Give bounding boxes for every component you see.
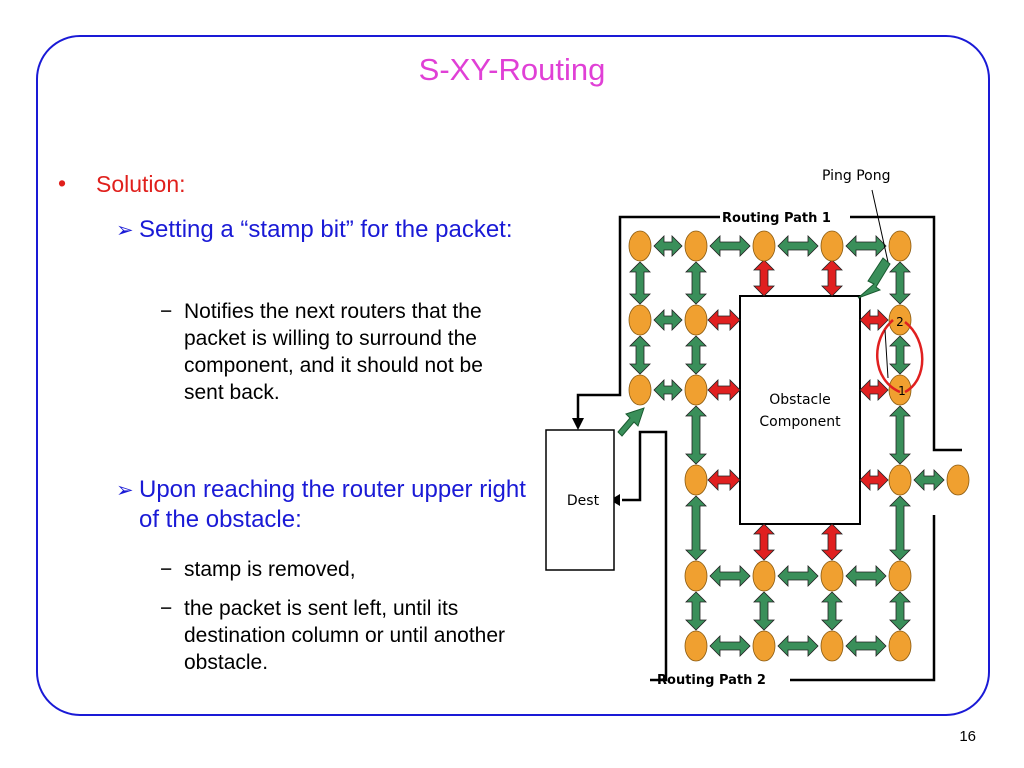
- link-arrow: [685, 335, 707, 375]
- router-node: [684, 230, 708, 262]
- link-arrow: [629, 335, 651, 375]
- slide-title: S-XY-Routing: [418, 52, 606, 87]
- routing-path-1-label: Routing Path 1: [722, 211, 831, 226]
- router-nodes: [628, 230, 970, 662]
- link-arrow: [629, 261, 651, 305]
- blocked-link-arrow: [753, 523, 775, 561]
- router-node: [628, 304, 652, 336]
- router-node: [888, 464, 912, 496]
- diagonal-link-arrow: [617, 407, 645, 437]
- router-node: [684, 630, 708, 662]
- blocked-link-arrow: [753, 259, 775, 297]
- router-node: [820, 230, 844, 262]
- router-node: [628, 374, 652, 406]
- ping-pong-arc: [875, 319, 901, 394]
- dash-marker: −: [160, 558, 173, 581]
- dest-arrowhead: [610, 494, 620, 506]
- routing-path-2-label: Routing Path 2: [657, 673, 766, 688]
- routing-diagram: Ping Pong Routing Path 1 Routing Path 2 …: [545, 168, 970, 688]
- sub-bullet-stamp-bit: Setting a “stamp bit” for the packet:: [139, 216, 513, 243]
- router-node: [820, 560, 844, 592]
- router-node: [946, 464, 970, 496]
- link-arrow: [845, 565, 887, 587]
- router-node: [628, 230, 652, 262]
- link-arrow: [889, 405, 911, 465]
- router-links: [629, 235, 945, 657]
- page-number: 16: [959, 728, 976, 745]
- link-arrow: [685, 261, 707, 305]
- link-arrow: [777, 565, 819, 587]
- blocked-link-arrow: [821, 259, 843, 297]
- router-node: [684, 560, 708, 592]
- ping-pong-label: Ping Pong: [822, 168, 891, 184]
- obstacle-label-line1: Obstacle: [769, 392, 830, 408]
- router-node: [820, 630, 844, 662]
- link-arrow: [685, 495, 707, 561]
- blocked-link-arrow: [707, 379, 741, 401]
- routing-path-lines: [576, 215, 962, 682]
- blocked-link-arrow: [859, 379, 889, 401]
- router-node: [888, 630, 912, 662]
- link-arrow: [653, 379, 683, 401]
- slide-frame: [36, 35, 990, 716]
- ping-pong-pointer: [884, 329, 889, 379]
- router-node: [888, 230, 912, 262]
- link-arrow: [653, 235, 683, 257]
- router-node: [684, 304, 708, 336]
- dest-arrowhead: [572, 418, 584, 430]
- blocked-link-arrow: [707, 309, 741, 331]
- link-arrow: [889, 261, 911, 305]
- blocked-link-arrow: [859, 469, 889, 491]
- bullet-marker: •: [58, 170, 67, 196]
- sub-bullet-arrow: ➢: [116, 479, 134, 502]
- blocked-link-arrow: [821, 523, 843, 561]
- ping-pong-pointer: [871, 189, 889, 263]
- point-stamp-removed: stamp is removed,: [184, 558, 356, 581]
- sub-bullet-upper-right: Upon reaching the router upper right of …: [139, 476, 526, 533]
- link-arrow: [889, 495, 911, 561]
- blocked-link-arrow: [859, 309, 889, 331]
- router-node: [888, 304, 912, 336]
- point-notifies: Notifies the next routers that the packe…: [184, 300, 483, 404]
- router-node: [752, 560, 776, 592]
- node-2-label: 2: [896, 315, 904, 329]
- router-node: [752, 630, 776, 662]
- link-arrow: [913, 469, 945, 491]
- point-sent-left: the packet is sent left, until its desti…: [184, 597, 506, 674]
- link-arrow: [709, 235, 751, 257]
- sub-bullet-arrow: ➢: [116, 219, 134, 242]
- obstacle-component: [739, 295, 861, 525]
- diagonal-link-arrow: [857, 257, 891, 299]
- link-arrow: [777, 235, 819, 257]
- ping-pong-arc: [904, 321, 924, 394]
- dash-marker: −: [160, 597, 173, 620]
- router-node: [684, 464, 708, 496]
- link-arrow: [845, 635, 887, 657]
- blocked-link-arrow: [707, 469, 741, 491]
- bullet-solution: Solution:: [96, 171, 186, 197]
- obstacle-label-line2: Component: [759, 414, 841, 430]
- link-arrow: [709, 565, 751, 587]
- link-arrow: [845, 235, 887, 257]
- link-arrow: [685, 591, 707, 631]
- link-arrow: [709, 635, 751, 657]
- dash-marker: −: [160, 300, 173, 323]
- link-arrow: [889, 591, 911, 631]
- router-node: [888, 374, 912, 406]
- link-arrow: [753, 591, 775, 631]
- link-arrow: [889, 335, 911, 375]
- dest-box: [545, 429, 615, 571]
- dest-label: Dest: [567, 493, 600, 509]
- link-arrow: [653, 309, 683, 331]
- link-arrow: [821, 591, 843, 631]
- link-arrow: [685, 405, 707, 465]
- router-node: [752, 230, 776, 262]
- router-node: [888, 560, 912, 592]
- link-arrow: [777, 635, 819, 657]
- router-node: [684, 374, 708, 406]
- node-1-label: 1: [898, 384, 906, 398]
